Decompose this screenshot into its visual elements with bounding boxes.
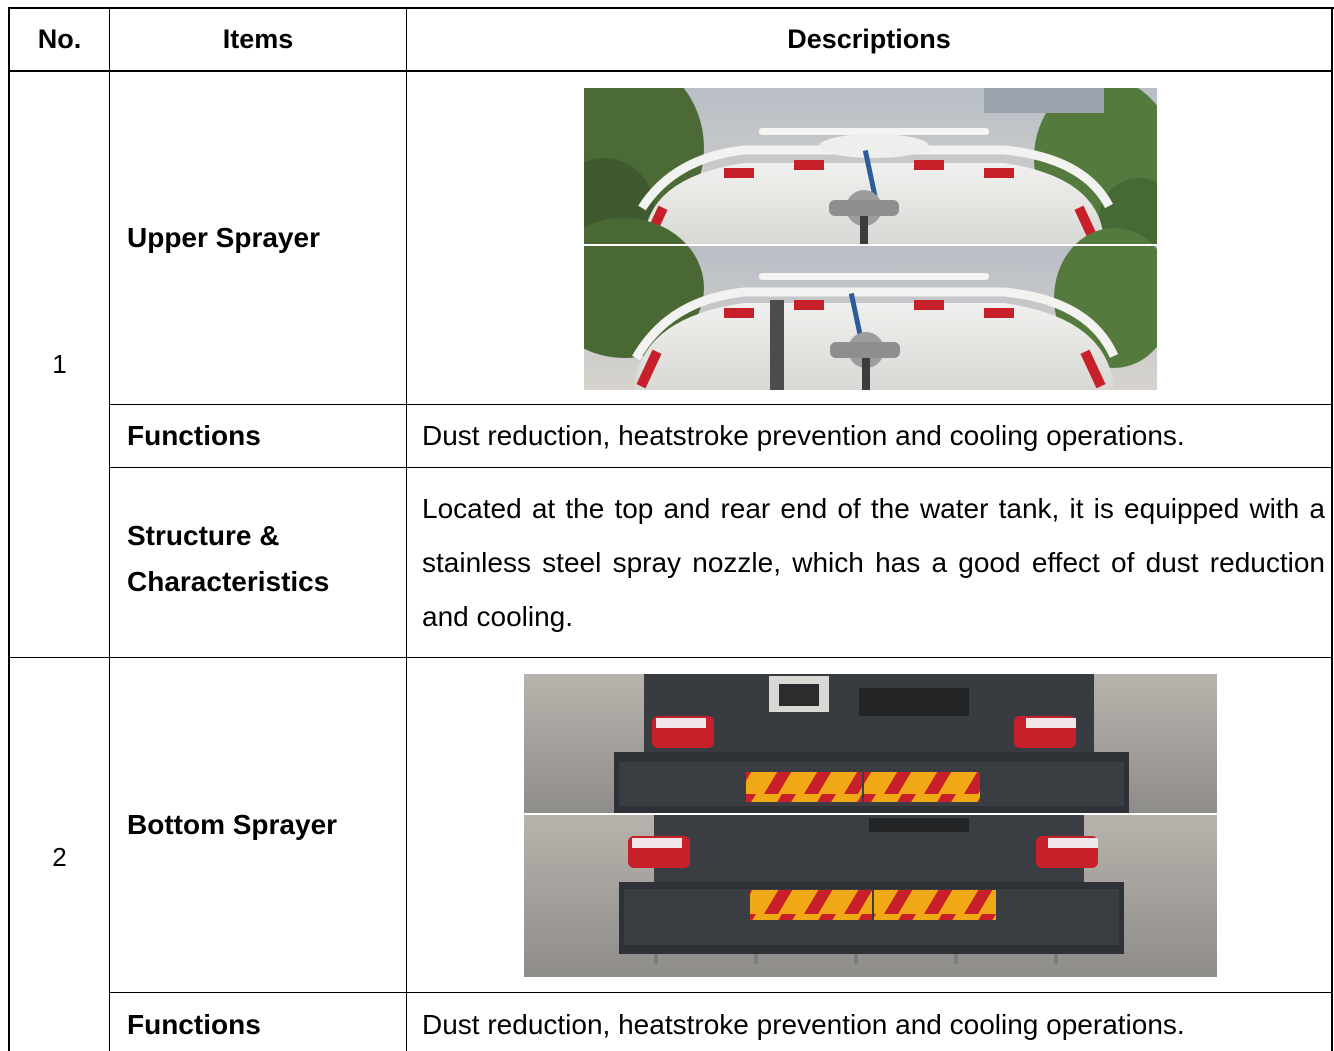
row-divider: [109, 404, 1333, 405]
column-divider-1: [109, 7, 110, 1051]
item-bottom-sprayer: Bottom Sprayer: [127, 809, 338, 840]
column-divider-2: [406, 7, 407, 1051]
header-items: Items: [222, 24, 294, 54]
row-divider: [109, 992, 1333, 993]
structure-text: Located at the top and rear end of the w…: [422, 492, 1325, 632]
item-functions-label: Functions: [127, 420, 261, 451]
item-upper-sprayer: Upper Sprayer: [127, 222, 320, 253]
header-descriptions: Descriptions: [787, 24, 951, 54]
structure-label-line1: Structure &: [127, 519, 280, 551]
functions-description: Dust reduction, heatstroke prevention an…: [422, 1009, 1185, 1040]
table-border-right: [1331, 7, 1333, 1051]
group-divider: [8, 657, 1333, 658]
table-border-top: [8, 7, 1334, 9]
functions-description: Dust reduction, heatstroke prevention an…: [422, 420, 1185, 451]
row-divider: [109, 467, 1333, 468]
upper-sprayer-photo: [584, 88, 1157, 390]
item-functions-label: Functions: [127, 1009, 261, 1040]
structure-description: Located at the top and rear end of the w…: [407, 468, 1331, 657]
row-number: 1: [52, 349, 67, 379]
header-divider: [8, 70, 1333, 72]
table-border-left: [8, 7, 10, 1051]
bottom-sprayer-photo: [524, 674, 1217, 977]
item-structure-label: Structure & Characteristics: [110, 468, 406, 657]
structure-label-line2: Characteristics: [127, 565, 330, 597]
row-number: 2: [52, 842, 67, 872]
header-no: No.: [37, 24, 82, 54]
